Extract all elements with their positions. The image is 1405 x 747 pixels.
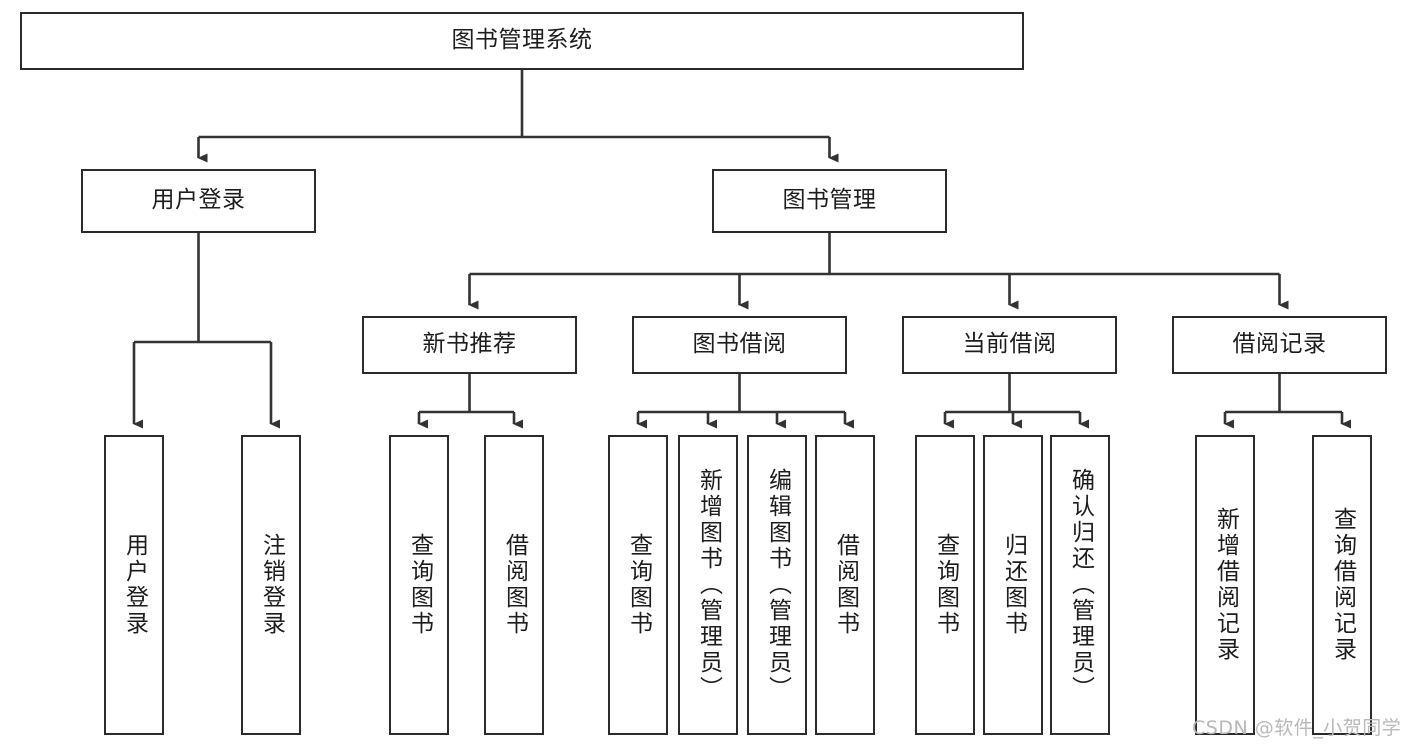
node-label: 查询图书	[406, 533, 433, 637]
node-box-leaf-query-record[interactable]: 查询借阅记录	[1312, 435, 1372, 735]
node-label: 借阅记录	[1232, 331, 1327, 358]
node-box-borrow-record[interactable]: 借阅记录	[1172, 316, 1387, 374]
node-box-leaf-return-book[interactable]: 归还图书	[983, 435, 1043, 735]
node-label: 图书管理	[782, 187, 877, 214]
node-label: 新书推荐	[422, 331, 517, 358]
node-box-leaf-user-login[interactable]: 用户登录	[104, 435, 164, 735]
node-label: 归还图书	[1000, 533, 1027, 637]
node-box-leaf-query-book-current[interactable]: 查询图书	[915, 435, 975, 735]
node-box-leaf-add-book[interactable]: 新增图书（管理员）	[678, 435, 738, 735]
node-box-book-management[interactable]: 图书管理	[712, 169, 947, 233]
node-box-user-login[interactable]: 用户登录	[81, 169, 316, 233]
node-label: 查询图书	[625, 533, 652, 637]
node-label: 用户登录	[151, 187, 246, 214]
node-box-leaf-query-book-new[interactable]: 查询图书	[389, 435, 449, 735]
node-box-leaf-logout[interactable]: 注销登录	[241, 435, 301, 735]
node-label: 新增图书（管理员）	[695, 468, 722, 702]
node-label: 借阅图书	[832, 533, 859, 637]
node-label: 确认归还（管理员）	[1067, 468, 1094, 702]
node-label: 用户登录	[121, 533, 148, 637]
node-label: 注销登录	[258, 533, 285, 637]
node-box-root[interactable]: 图书管理系统	[20, 12, 1024, 70]
node-box-leaf-edit-book[interactable]: 编辑图书（管理员）	[747, 435, 807, 735]
node-box-leaf-add-record[interactable]: 新增借阅记录	[1195, 435, 1255, 735]
node-label: 借阅图书	[501, 533, 528, 637]
node-label: 新增借阅记录	[1212, 507, 1239, 663]
node-label: 编辑图书（管理员）	[764, 468, 791, 702]
node-box-leaf-query-book-borrow[interactable]: 查询图书	[608, 435, 668, 735]
node-label: 查询图书	[932, 533, 959, 637]
node-label: 图书借阅	[692, 331, 787, 358]
node-box-leaf-borrow-book[interactable]: 借阅图书	[815, 435, 875, 735]
node-box-new-book-recommend[interactable]: 新书推荐	[362, 316, 577, 374]
node-label: 当前借阅	[962, 331, 1057, 358]
node-label: 图书管理系统	[451, 27, 593, 54]
node-box-leaf-borrow-book-new[interactable]: 借阅图书	[484, 435, 544, 735]
node-box-book-borrow[interactable]: 图书借阅	[632, 316, 847, 374]
node-label: 查询借阅记录	[1329, 507, 1356, 663]
node-box-leaf-confirm-return[interactable]: 确认归还（管理员）	[1050, 435, 1110, 735]
connector-lines	[132, 70, 1351, 429]
node-box-current-borrow[interactable]: 当前借阅	[902, 316, 1117, 374]
